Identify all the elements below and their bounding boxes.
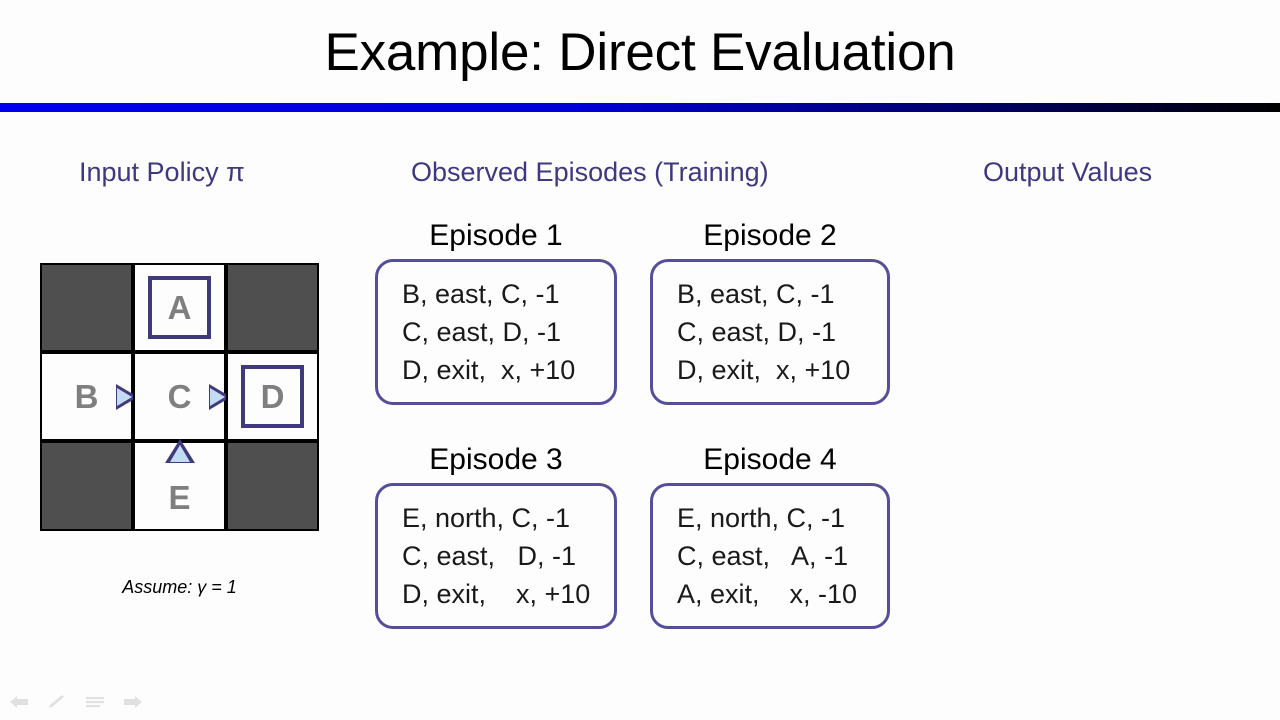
grid-cell-label-e: E (168, 478, 191, 516)
grid-cell-e: E (133, 439, 226, 531)
presenter-toolbar[interactable] (8, 694, 144, 710)
grid-cell-wall-top-right (226, 263, 319, 352)
episode-lines-2: B, east, C, -1 C, east, D, -1 D, exit, x… (653, 275, 868, 389)
episode-transition-row: C, east, A, -1 (677, 541, 849, 571)
episode-title-4: Episode 4 (703, 443, 837, 476)
grid-cell-label-c: C (167, 378, 192, 415)
episode-transition-row: C, east, D, -1 (402, 317, 562, 347)
episode-transition-row: B, east, C, -1 (402, 279, 560, 309)
grid-cell-label-b: B (74, 378, 99, 415)
episode-transition-row: C, east, D, -1 (677, 317, 837, 347)
episode-transition-row: B, east, C, -1 (677, 279, 835, 309)
gridworld-diagram: A B C D E (40, 263, 319, 531)
grid-cell-wall-top-left (40, 263, 133, 352)
next-slide-icon[interactable] (122, 694, 144, 710)
grid-cell-label-d: D (260, 378, 285, 415)
policy-arrow-east-icon-b (116, 383, 138, 410)
section-header-input-policy: Input Policy π (79, 157, 245, 187)
policy-arrow-north-icon-e (164, 439, 195, 463)
episode-box-1: B, east, C, -1 C, east, D, -1 D, exit, x… (375, 259, 617, 405)
grid-cell-b: B (40, 352, 138, 441)
pen-icon[interactable] (46, 694, 68, 710)
policy-arrow-east-icon-c (209, 383, 231, 410)
terminal-state-outline-a (148, 276, 211, 339)
episode-card-1: Episode 1 B, east, C, -1 C, east, D, -1 … (375, 218, 617, 405)
episode-transition-row: E, north, C, -1 (402, 503, 571, 533)
grid-cell-label-a: A (167, 289, 192, 326)
episode-box-4: E, north, C, -1 C, east, A, -1 A, exit, … (650, 483, 890, 629)
menu-icon[interactable] (84, 694, 106, 710)
episode-transition-row: D, exit, x, +10 (402, 579, 591, 609)
episode-transition-row: A, exit, x, -10 (677, 579, 858, 609)
grid-cell-d: D (226, 352, 319, 441)
title-divider-rule (0, 103, 1280, 112)
previous-slide-icon[interactable] (8, 694, 30, 710)
episode-title-3: Episode 3 (429, 443, 563, 476)
episode-transition-row: D, exit, x, +10 (402, 355, 576, 385)
page-title: Example: Direct Evaluation (324, 23, 956, 82)
episode-lines-3: E, north, C, -1 C, east, D, -1 D, exit, … (378, 499, 608, 613)
episode-transition-row: E, north, C, -1 (677, 503, 846, 533)
episode-title-2: Episode 2 (703, 219, 837, 252)
episode-card-3: Episode 3 E, north, C, -1 C, east, D, -1… (375, 442, 617, 629)
grid-cell-wall-bottom-left (40, 441, 133, 531)
assume-discount-note: Assume: γ = 1 (122, 577, 237, 597)
grid-cell-wall-bottom-right (226, 441, 319, 531)
episode-title-1: Episode 1 (429, 219, 563, 252)
episode-card-4: Episode 4 E, north, C, -1 C, east, A, -1… (650, 442, 890, 629)
grid-cell-a: A (133, 263, 226, 352)
section-header-observed-episodes: Observed Episodes (Training) (411, 157, 769, 187)
episode-lines-4: E, north, C, -1 C, east, A, -1 A, exit, … (653, 499, 875, 613)
episode-card-2: Episode 2 B, east, C, -1 C, east, D, -1 … (650, 218, 890, 405)
episode-box-2: B, east, C, -1 C, east, D, -1 D, exit, x… (650, 259, 890, 405)
terminal-state-outline-d (241, 365, 304, 428)
grid-cell-c: C (133, 352, 231, 441)
episode-lines-1: B, east, C, -1 C, east, D, -1 D, exit, x… (378, 275, 593, 389)
episode-transition-row: D, exit, x, +10 (677, 355, 851, 385)
episode-transition-row: C, east, D, -1 (402, 541, 577, 571)
section-header-output-values: Output Values (983, 157, 1153, 187)
episode-box-3: E, north, C, -1 C, east, D, -1 D, exit, … (375, 483, 617, 629)
